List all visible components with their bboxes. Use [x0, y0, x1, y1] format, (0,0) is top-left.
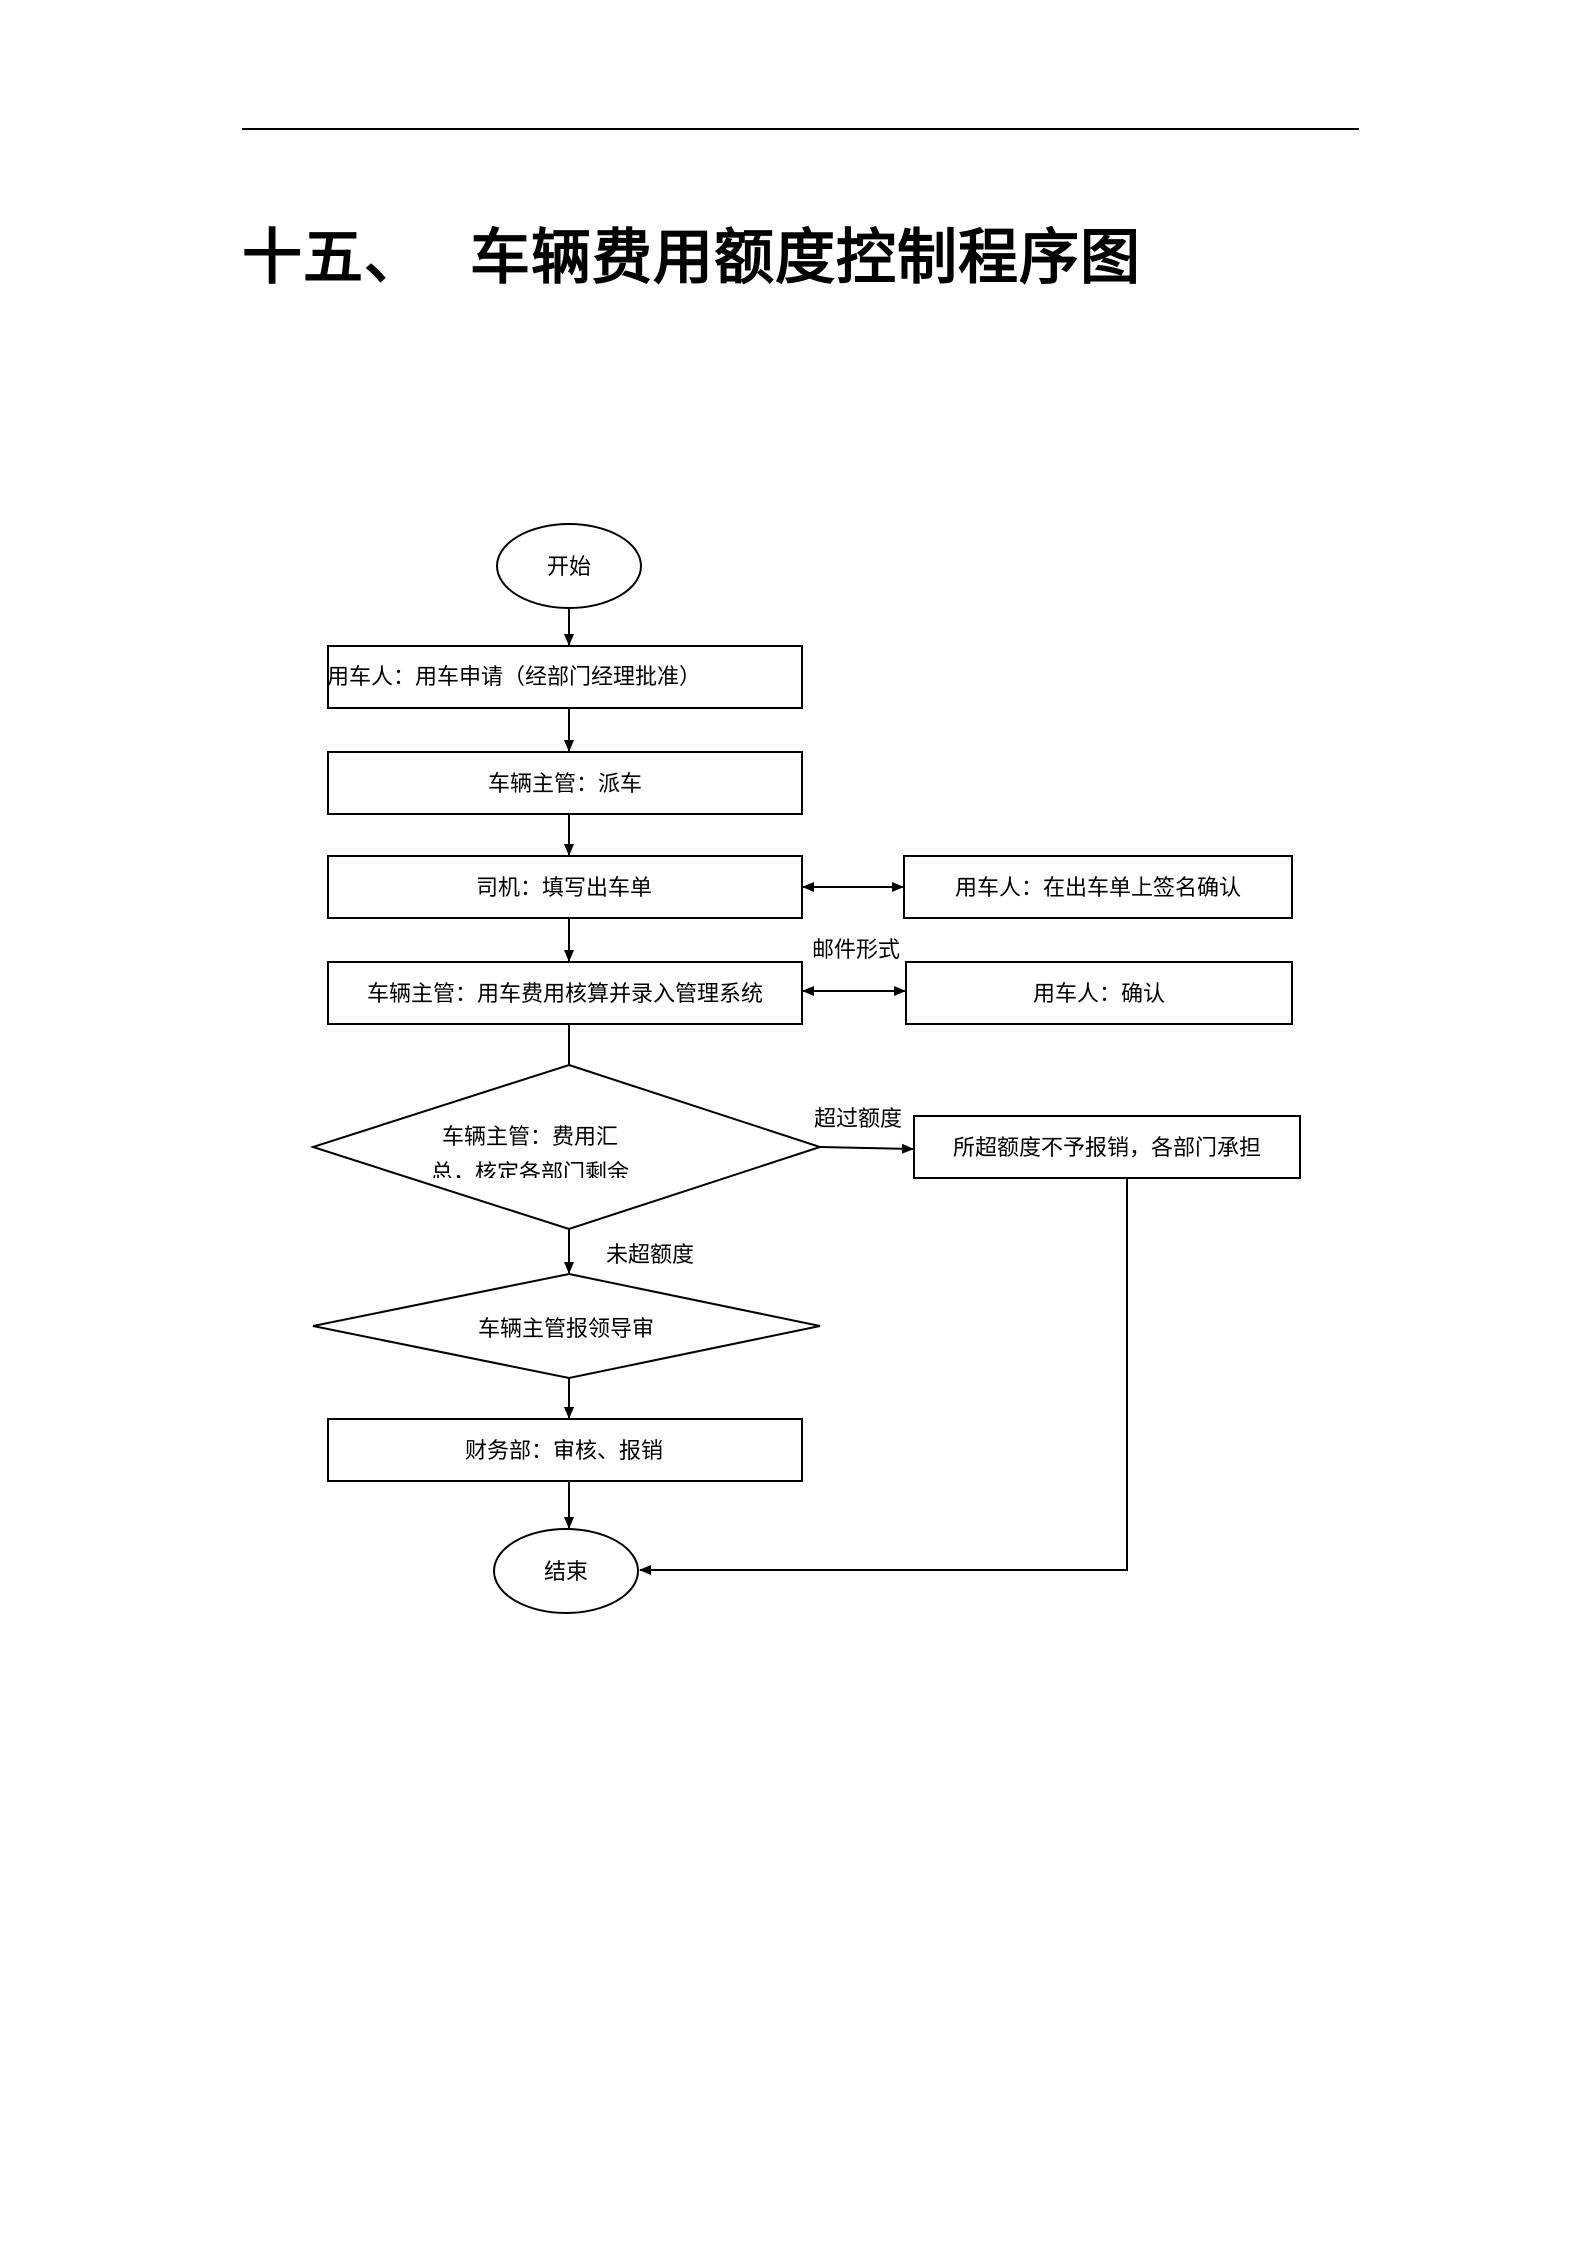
summary-decision-line2: 总，核定各部门剩余 [431, 1161, 629, 1186]
leader-decision-label: 车辆主管报领导审 [478, 1317, 654, 1342]
dispatch-label: 车辆主管：派车 [488, 772, 642, 797]
sign-step: 用车人：在出车单上签名确认 [903, 855, 1293, 919]
end-node: 结束 [493, 1528, 639, 1614]
user-confirm-label: 用车人：确认 [1033, 982, 1165, 1007]
over-limit-text: 所超额度不予报销，各部门承担 [953, 1136, 1261, 1161]
end-label: 结束 [544, 1560, 588, 1585]
page-title: 十五、车辆费用额度控制程序图 [242, 218, 1141, 298]
dispatch-step: 车辆主管：派车 [327, 751, 803, 815]
apply-label: 用车人：用车申请（经部门经理批准） [327, 665, 701, 690]
within-limit-label: 未超额度 [606, 1243, 694, 1268]
over-limit-step: 所超额度不予报销，各部门承担 [913, 1115, 1301, 1179]
finance-step: 财务部：审核、报销 [327, 1418, 803, 1482]
record-step: 车辆主管：用车费用核算并录入管理系统 [327, 961, 803, 1025]
arrow-over-to-end [639, 1178, 1128, 1575]
driver-label: 司机：填写出车单 [476, 876, 652, 901]
apply-step: 用车人：用车申请（经部门经理批准） [327, 645, 803, 709]
record-label: 车辆主管：用车费用核算并录入管理系统 [367, 982, 763, 1007]
sign-label: 用车人：在出车单上签名确认 [955, 876, 1241, 901]
header-rule [242, 128, 1359, 130]
summary-decision: 车辆主管：费用汇 总，核定各部门剩余 [309, 1063, 824, 1231]
over-limit-label: 超过额度 [814, 1107, 902, 1132]
title-number: 十五、 [242, 223, 425, 293]
driver-step: 司机：填写出车单 [327, 855, 803, 919]
user-confirm-step: 用车人：确认 [905, 961, 1293, 1025]
arrow-decision-to-over [819, 1143, 914, 1154]
start-label: 开始 [547, 555, 591, 580]
finance-label: 财务部：审核、报销 [465, 1439, 663, 1464]
summary-decision-line1: 车辆主管：费用汇 [442, 1125, 618, 1150]
leader-decision: 车辆主管报领导审 [312, 1272, 821, 1380]
title-text: 车辆费用额度控制程序图 [470, 223, 1141, 293]
email-label: 邮件形式 [812, 938, 900, 963]
start-node: 开始 [496, 523, 642, 609]
